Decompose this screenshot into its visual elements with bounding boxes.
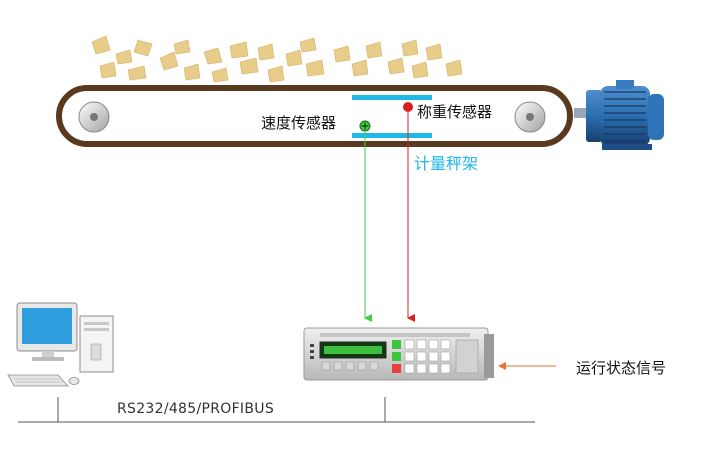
weigh-frame-top-bar [352,95,432,100]
weigh-frame-label: 计量秤架 [414,154,479,173]
weighing-controller-icon [303,327,494,381]
bus-protocol-label: RS232/485/PROFIBUS [117,401,275,417]
right-pulley [514,101,546,133]
electric-motor-icon [574,80,664,150]
speed-sensor-icon [359,120,371,132]
status-signal-arrow [498,362,556,370]
weigh-sensor-dot [403,102,413,112]
desktop-computer-icon [7,302,114,387]
status-signal-label: 运行状态信号 [576,359,667,377]
material-pieces [91,35,463,83]
weigh-sensor-label: 称重传感器 [417,103,493,121]
speed-sensor-label: 速度传感器 [261,114,337,132]
weigh-frame-bottom-bar [352,133,432,138]
conveyor-belt [56,85,573,147]
left-pulley [78,101,110,133]
